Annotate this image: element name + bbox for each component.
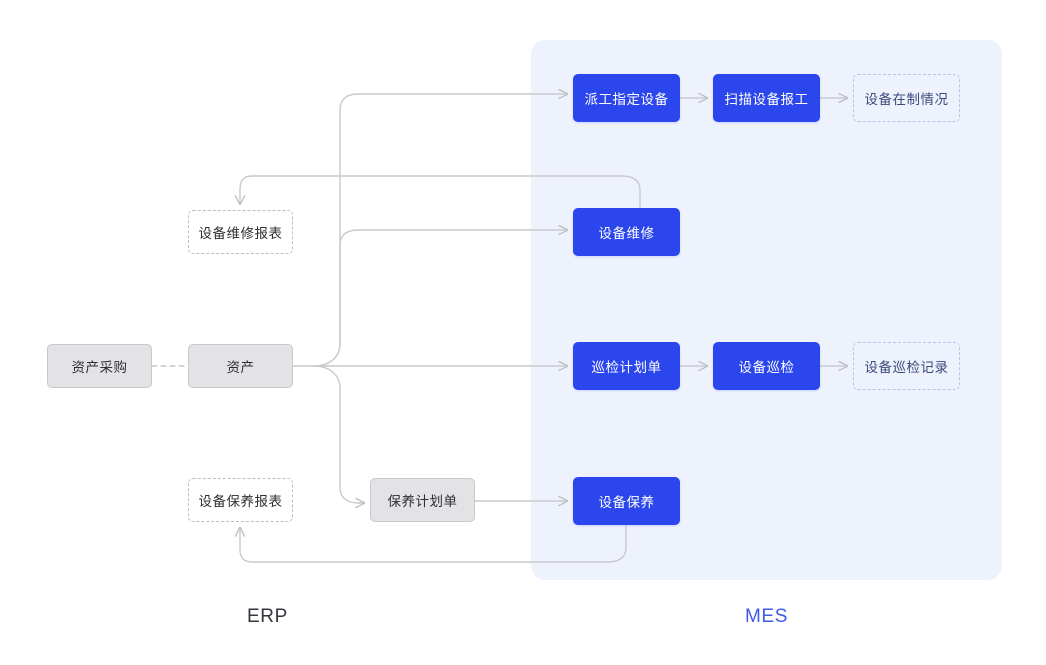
mes-zone-label: MES <box>745 606 788 627</box>
node-equipment-repair-label: 设备维修 <box>598 226 655 241</box>
erp-zone-label: ERP <box>247 606 288 627</box>
node-inspection-plan[interactable]: 巡检计划单 <box>573 342 680 390</box>
node-scan-report[interactable]: 扫描设备报工 <box>713 74 820 122</box>
node-equipment-repair[interactable]: 设备维修 <box>573 208 680 256</box>
node-equipment-maintenance[interactable]: 设备保养 <box>573 477 680 525</box>
node-maintenance-plan[interactable]: 保养计划单 <box>370 478 475 522</box>
node-scan-report-label: 扫描设备报工 <box>724 92 809 107</box>
node-equipment-inspection-label: 设备巡检 <box>738 360 795 375</box>
node-asset-purchase-label: 资产采购 <box>71 360 128 375</box>
node-asset-label: 资产 <box>226 360 255 375</box>
node-inspection-plan-label: 巡检计划单 <box>591 360 662 375</box>
node-inspection-record[interactable]: 设备巡检记录 <box>853 342 960 390</box>
node-wip-status-label: 设备在制情况 <box>864 92 949 107</box>
node-repair-report[interactable]: 设备维修报表 <box>188 210 293 254</box>
node-equipment-maintenance-label: 设备保养 <box>598 495 655 510</box>
node-repair-report-label: 设备维修报表 <box>198 226 283 241</box>
edge-asset-to-maint-plan <box>314 365 364 503</box>
node-maintenance-plan-label: 保养计划单 <box>387 494 458 509</box>
node-dispatch-equipment[interactable]: 派工指定设备 <box>573 74 680 122</box>
node-wip-status[interactable]: 设备在制情况 <box>853 74 960 122</box>
node-asset[interactable]: 资产 <box>188 344 293 388</box>
node-equipment-inspection[interactable]: 设备巡检 <box>713 342 820 390</box>
edge-asset-to-equip-repair <box>314 230 567 367</box>
node-dispatch-equipment-label: 派工指定设备 <box>584 92 669 107</box>
node-asset-purchase[interactable]: 资产采购 <box>47 344 152 388</box>
node-maintenance-report[interactable]: 设备保养报表 <box>188 478 293 522</box>
node-inspection-record-label: 设备巡检记录 <box>864 360 949 375</box>
node-maintenance-report-label: 设备保养报表 <box>198 494 283 509</box>
edge-asset-to-dispatch <box>314 94 567 367</box>
